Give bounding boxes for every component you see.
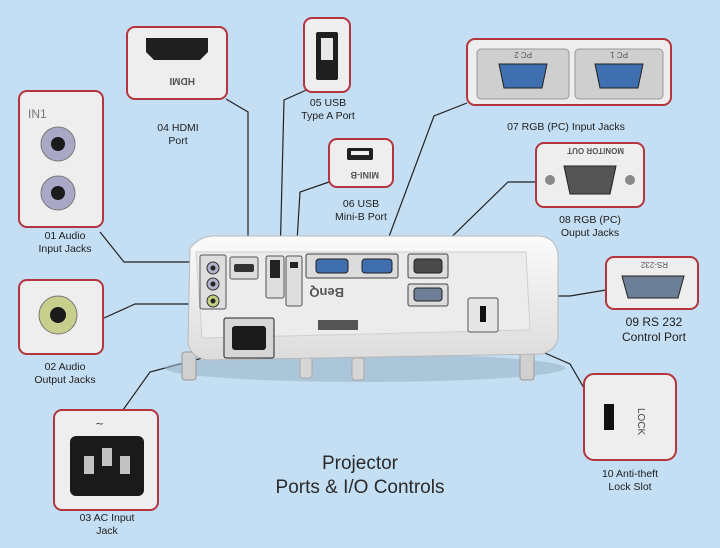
callout-usb-minib: MINI-B — [328, 138, 394, 188]
callout-rgb-input: PC 2 PC 1 — [466, 38, 672, 106]
rs232-port-label: RS-232 — [640, 260, 668, 269]
label-rgb-input: 07 RGB (PC) Input Jacks — [507, 121, 625, 133]
callout-hdmi: HDMI — [126, 26, 228, 100]
lock-port-label: LOCK — [635, 408, 646, 436]
callout-lock: LOCK — [583, 373, 677, 461]
callout-audio-input: IN1 — [18, 90, 104, 228]
label-rgb-output: 08 RGB (PC)Ouput Jacks — [559, 214, 621, 239]
rgb-out-port-label: MONITOR OUT — [567, 146, 624, 155]
callout-ac-input: ~ — [53, 409, 159, 511]
callout-rgb-output: MONITOR OUT — [535, 142, 645, 208]
minib-port-label: MINI-B — [350, 170, 379, 180]
projector-ports — [199, 253, 499, 359]
callout-audio-output — [18, 279, 104, 355]
callout-usb-a — [303, 17, 351, 93]
audio-in-port-label: IN1 — [28, 107, 47, 121]
rgb-in-port-label-1: PC 2 — [514, 50, 532, 59]
callout-rs232: RS-232 — [605, 256, 699, 310]
rgb-in-port-label-2: PC 1 — [610, 50, 628, 59]
brand-logo: BenQ — [309, 285, 344, 300]
svg-text:~: ~ — [95, 417, 104, 430]
hdmi-port-label: HDMI — [169, 75, 195, 86]
